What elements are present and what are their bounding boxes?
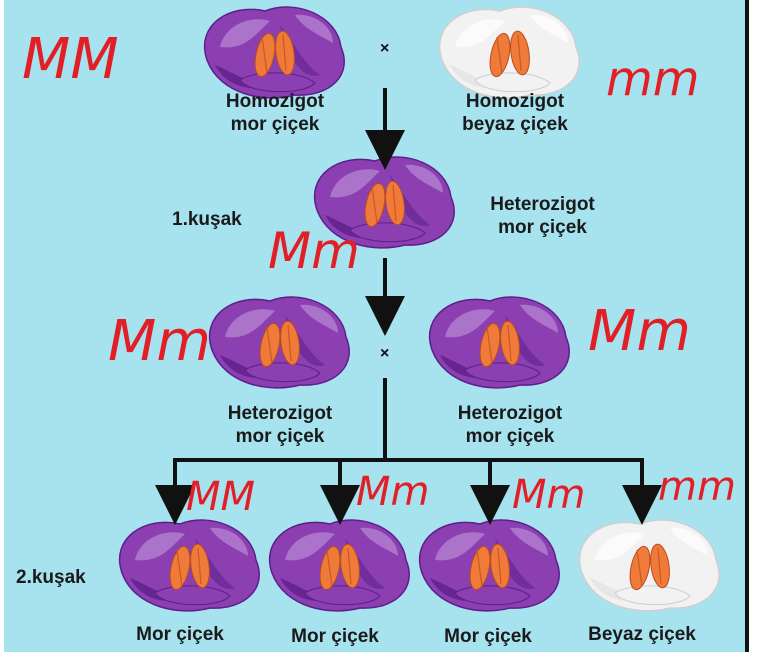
cross-right-label: Heterozigot mor çiçek — [430, 402, 590, 448]
parent-left-line1: Homozigot — [200, 90, 350, 113]
genotype-cross-left: Mm — [108, 309, 211, 374]
flower-offspring-3 — [420, 520, 560, 611]
flower-white-parent — [440, 7, 580, 98]
flower-purple-cross-right — [430, 297, 570, 388]
genotype-offspring-2: Mm — [356, 469, 429, 515]
offspring-4-label: Beyaz çiçek — [562, 623, 722, 646]
flower-offspring-2 — [270, 520, 410, 611]
cross-symbol-top: × — [380, 40, 389, 58]
parent-left-label: Homozigot mor çiçek — [200, 90, 350, 136]
genotype-cross-right: Mm — [588, 299, 691, 364]
parent-right-line2: beyaz çiçek — [430, 113, 600, 136]
generation-label-f2: 2.kuşak — [16, 566, 86, 589]
cross-right-line1: Heterozigot — [430, 402, 590, 425]
cross-symbol-middle: × — [380, 345, 389, 363]
f1-line2: mor çiçek — [460, 216, 625, 239]
flower-offspring-1 — [120, 520, 260, 611]
parent-left-line2: mor çiçek — [200, 113, 350, 136]
cross-right-line2: mor çiçek — [430, 425, 590, 448]
f1-line1: Heterozigot — [460, 193, 625, 216]
genotype-parent-right: mm — [606, 51, 700, 107]
parent-right-label: Homozigot beyaz çiçek — [430, 90, 600, 136]
f1-label: Heterozigot mor çiçek — [460, 193, 625, 239]
generation-label-f1: 1.kuşak — [172, 208, 242, 231]
cross-left-line2: mor çiçek — [205, 425, 355, 448]
parent-right-line1: Homozigot — [430, 90, 600, 113]
cross-left-line1: Heterozigot — [205, 402, 355, 425]
offspring-3-label: Mor çiçek — [418, 625, 558, 648]
genotype-parent-left: MM — [22, 27, 119, 92]
flower-purple-cross-left — [210, 297, 350, 388]
flower-purple-parent — [205, 7, 345, 98]
offspring-2-label: Mor çiçek — [265, 625, 405, 648]
offspring-1-label: Mor çiçek — [110, 623, 250, 646]
cross-left-label: Heterozigot mor çiçek — [205, 402, 355, 448]
flower-offspring-4 — [580, 520, 720, 611]
genotype-offspring-4: mm — [658, 464, 736, 510]
genotype-offspring-3: Mm — [512, 472, 585, 518]
genotype-offspring-1: MM — [186, 474, 255, 520]
genotype-f1: Mm — [268, 222, 360, 280]
